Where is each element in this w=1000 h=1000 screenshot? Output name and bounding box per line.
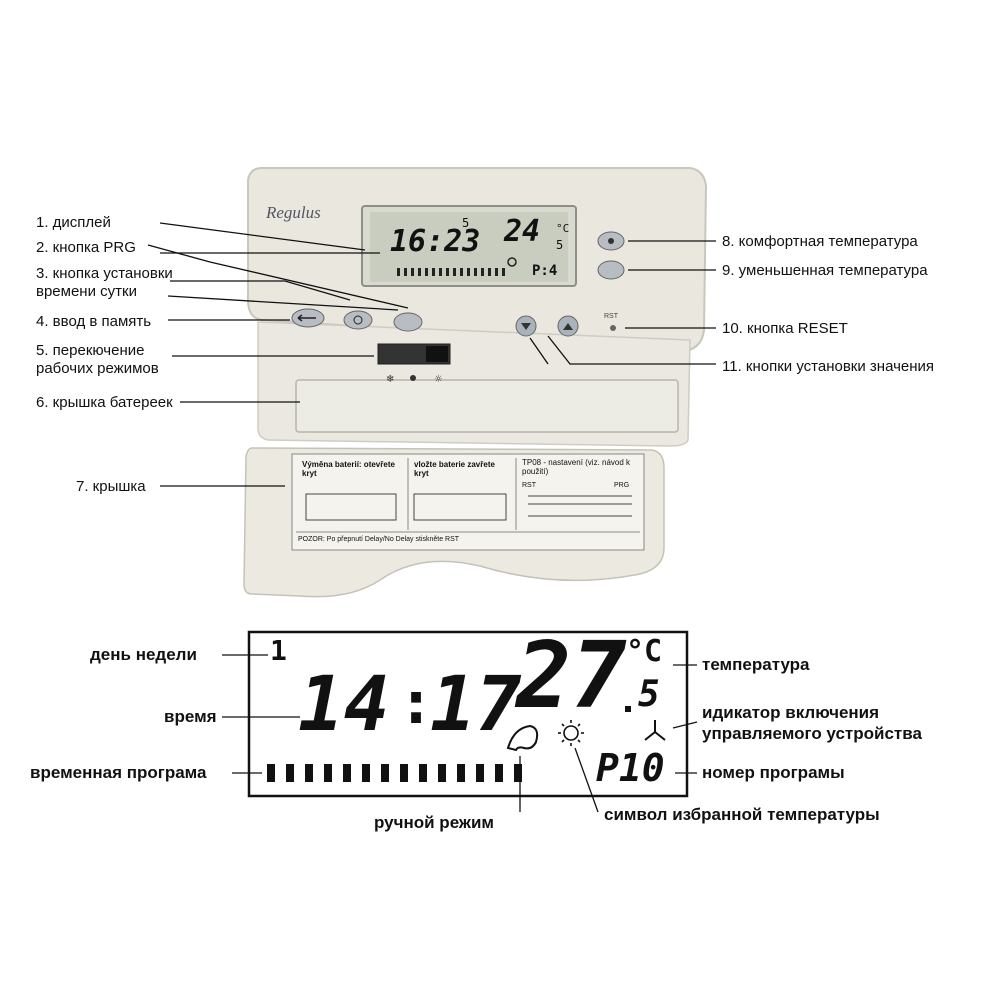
brand-logo: Regulus <box>266 203 321 222</box>
callout-battery-cover: 6. крышка батереек <box>36 394 173 411</box>
big-lcd-temp: 27 <box>516 622 627 729</box>
big-lcd-day: 1 <box>270 634 287 667</box>
callout-lines-bottom <box>222 654 698 813</box>
big-lcd-frame <box>247 630 689 798</box>
callout-enter: 4. ввод в память <box>36 313 152 330</box>
sticker-mid-title: vložte baterie zavřete kryt <box>414 460 495 478</box>
small-lcd-decimal: 5 <box>556 238 564 252</box>
sticker-rst: RST <box>522 482 536 489</box>
sticker-right-title: TP08 - nastavení (viz. návod k použití) <box>522 458 631 476</box>
callout-comfort-temp: 8. комфортная температура <box>722 233 918 250</box>
label-time-program: временная програма <box>30 763 207 782</box>
callout-reset: 10. кнопка RESET <box>722 320 848 337</box>
big-lcd-program: P10 <box>596 746 665 790</box>
small-lcd-sun-icon <box>507 257 517 267</box>
battery-cover <box>295 379 679 433</box>
callout-display: 1. дисплей <box>36 214 111 231</box>
small-lcd-day: 5 <box>462 216 470 230</box>
sticker-left-title: Výměna baterií: otevřete kryt <box>302 460 395 478</box>
manual-mode-hand-icon <box>506 724 539 752</box>
small-lcd-temp: 24 <box>504 214 541 249</box>
big-lcd-unit: °C <box>626 634 663 669</box>
label-favorite-temp: символ избранной температуры <box>604 805 880 824</box>
reduced-temp-button <box>597 260 625 280</box>
big-lcd-decimal: 5 <box>638 674 660 715</box>
big-lcd-colon: : <box>398 668 435 738</box>
label-indicator: идикатор включения управляемого устройст… <box>702 703 922 743</box>
callout-time-button: 3. кнопка установки времени сутки <box>36 265 173 300</box>
lid-sticker <box>291 453 645 551</box>
rst-label: RST <box>604 313 618 320</box>
callout-value-buttons: 11. кнопки установки значения <box>722 358 935 375</box>
sticker-prg: PRG <box>614 482 630 489</box>
label-day-of-week: день недели <box>90 645 197 664</box>
callout-prg-button: 2. кнопка PRG <box>36 239 136 256</box>
big-lcd-minutes: 17 <box>430 659 522 748</box>
clock-button <box>343 310 373 330</box>
small-lcd-program-bar <box>397 268 505 276</box>
big-lcd-hours: 14 <box>298 659 390 748</box>
device-on-indicator-icon <box>644 720 666 741</box>
small-lcd-program: P:4 <box>532 263 558 279</box>
label-temperature: температура <box>702 655 810 674</box>
favorite-temp-sun-icon <box>558 720 584 746</box>
svg-text:❄: ❄ <box>386 374 394 385</box>
callout-mode-switch: 5. перекючение рабочих режимов <box>36 342 159 377</box>
sticker-footer: POZOR: Po přepnutí Delay/No Delay stiskn… <box>298 536 460 543</box>
callout-reduced-temp: 9. уменьшенная температура <box>722 262 928 279</box>
svg-text:☼: ☼ <box>434 374 443 385</box>
label-time: время <box>164 707 217 726</box>
callout-lid: 7. крышка <box>76 478 146 495</box>
small-lcd-unit: °C <box>556 222 570 235</box>
label-manual-mode: ручной режим <box>374 813 495 832</box>
big-lcd-program-bar <box>267 764 522 782</box>
prg-button <box>393 312 423 332</box>
reset-button <box>610 325 616 331</box>
label-program-number: номер програмы <box>702 763 845 782</box>
callout-lines-top <box>147 222 716 487</box>
small-lcd-time: 16:23 <box>390 224 481 259</box>
